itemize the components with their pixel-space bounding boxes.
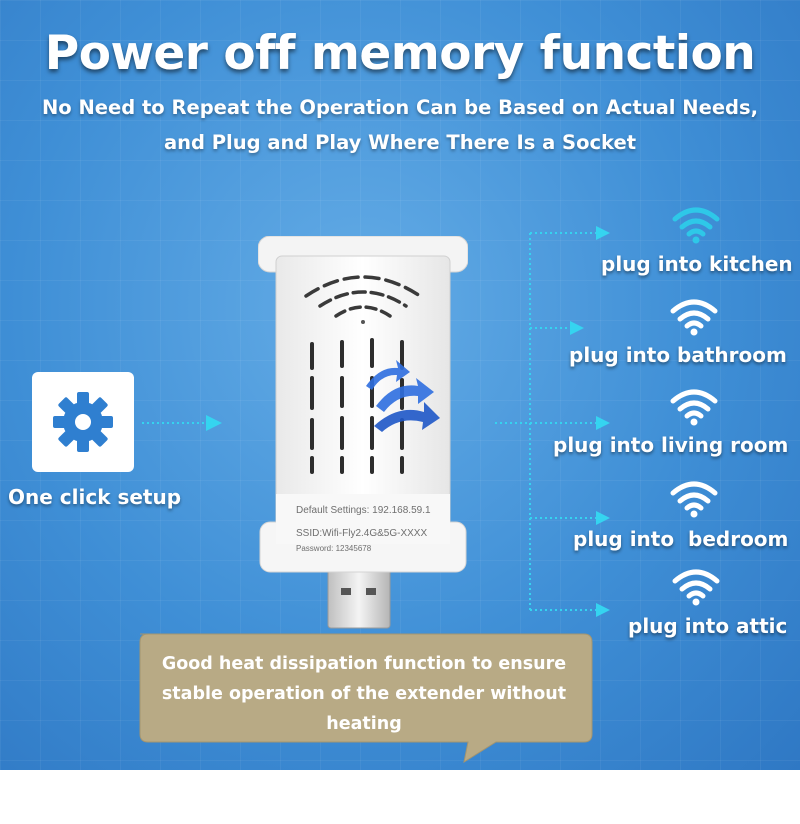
callout-line-3: heating bbox=[326, 714, 402, 734]
callout-bubble bbox=[139, 633, 593, 764]
device-password: Password: 12345678 bbox=[296, 544, 372, 553]
subtitle-line-2: and Plug and Play Where There Is a Socke… bbox=[163, 131, 637, 154]
callout-line-1: Good heat dissipation function to ensure bbox=[161, 654, 567, 674]
subtitle-line-1: No Need to Repeat the Operation Can be B… bbox=[41, 96, 759, 119]
page-title: Power off memory function bbox=[44, 26, 756, 81]
banner-stage: Power off memory function No Need to Rep… bbox=[0, 0, 800, 770]
room-label-attic: plug into attic bbox=[628, 614, 788, 638]
wifi-icon bbox=[670, 481, 718, 518]
wifi-icon bbox=[672, 569, 720, 606]
wifi-icon bbox=[670, 389, 718, 426]
device-ssid: SSID:Wifi-Fly2.4G&5G-XXXX bbox=[296, 528, 428, 539]
callout-line-2: stable operation of the extender without bbox=[161, 684, 567, 704]
room-label-bedroom: plug into bedroom bbox=[573, 527, 789, 551]
wifi-extender-device bbox=[258, 236, 468, 629]
arrow-head bbox=[596, 603, 610, 617]
wifi-icon bbox=[672, 207, 720, 244]
connector-lines bbox=[142, 226, 610, 617]
room-label-living-room: plug into living room bbox=[553, 433, 789, 457]
wifi-icon bbox=[670, 299, 718, 336]
arrow-head bbox=[596, 416, 610, 430]
arrow-head bbox=[206, 415, 222, 431]
setup-label: One click setup bbox=[8, 485, 182, 509]
room-label-bathroom: plug into bathroom bbox=[569, 343, 787, 367]
arrow-head bbox=[596, 226, 610, 240]
callout-text: Good heat dissipation function to ensure… bbox=[140, 649, 588, 739]
setup-card[interactable] bbox=[32, 372, 134, 472]
arrow-head bbox=[570, 321, 584, 335]
room-label-kitchen: plug into kitchen bbox=[601, 252, 793, 276]
device-default-settings: Default Settings: 192.168.59.1 bbox=[296, 505, 431, 516]
airflow-arrows-icon bbox=[366, 360, 440, 432]
arrow-head bbox=[596, 511, 610, 525]
gear-icon bbox=[53, 392, 113, 452]
